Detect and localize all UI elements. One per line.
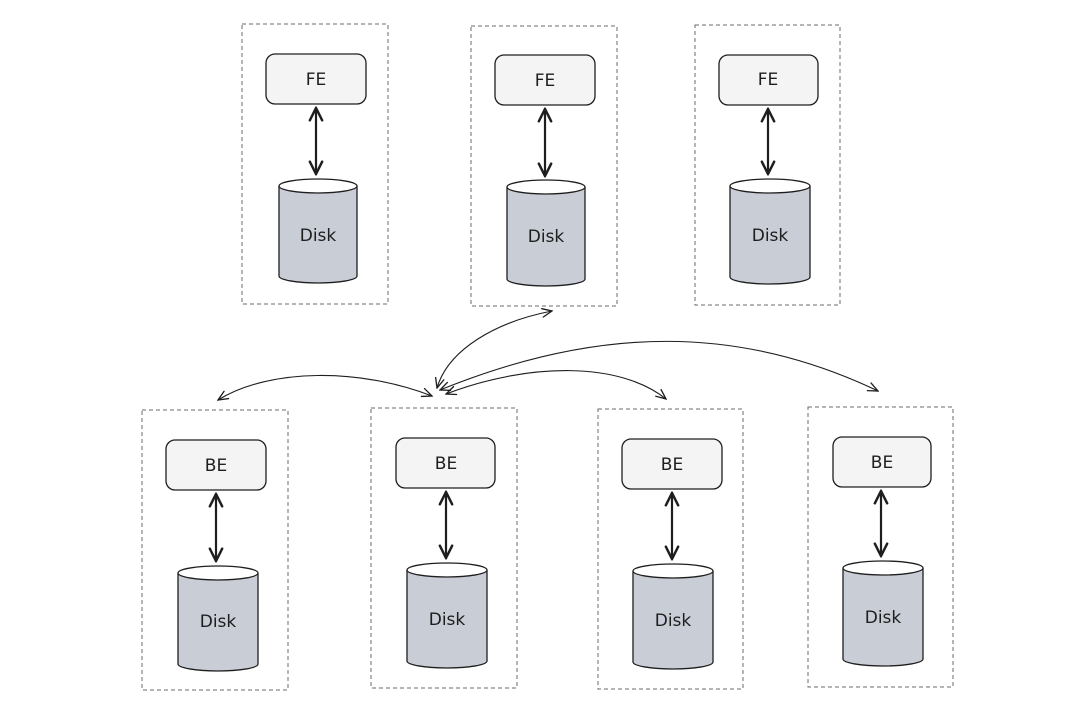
be-disk-label-4: Disk — [865, 608, 902, 628]
fe-label-1: FE — [306, 70, 327, 90]
disk-icon — [278, 178, 358, 284]
be-label-4: BE — [871, 453, 893, 473]
fe-container-3 — [694, 24, 841, 306]
be-node-2 — [395, 437, 496, 489]
fe-disk-label-2: Disk — [528, 227, 565, 247]
be-node-3 — [621, 438, 723, 490]
disk-icon — [406, 562, 488, 669]
be-unit-1: BE Disk — [141, 409, 289, 691]
fe-disk-label-1: Disk — [300, 226, 337, 246]
disk-icon — [177, 565, 259, 672]
disk-icon — [632, 563, 714, 670]
be-unit-2: BE Disk — [370, 407, 518, 689]
be-container-2 — [370, 407, 518, 689]
arrow-to-be-4 — [440, 340, 878, 391]
fe-unit-3: FE Disk — [694, 24, 841, 306]
fe-label-2: FE — [535, 71, 556, 91]
inter-node-arrows — [218, 311, 878, 400]
fe-disk-label-3: Disk — [752, 226, 789, 246]
fe-label-3: FE — [758, 70, 779, 90]
be-disk-label-2: Disk — [429, 610, 466, 630]
arrow-to-be-1 — [218, 374, 432, 400]
be-container-4 — [807, 406, 954, 688]
fe-container-2 — [470, 25, 618, 307]
fe-unit-1: FE Disk — [241, 23, 389, 305]
be-node-4 — [832, 436, 932, 488]
be-unit-4: BE Disk — [807, 406, 954, 688]
be-container-1 — [141, 409, 289, 691]
be-label-3: BE — [661, 455, 683, 475]
be-node-1 — [165, 439, 267, 491]
be-label-1: BE — [205, 456, 227, 476]
be-label-2: BE — [435, 454, 457, 474]
fe-node-2 — [494, 54, 596, 106]
be-container-3 — [597, 408, 744, 690]
fe-container-1 — [241, 23, 389, 305]
fe-node-3 — [718, 54, 819, 106]
disk-icon — [506, 179, 586, 287]
fe-unit-2: FE Disk — [470, 25, 618, 307]
be-disk-label-1: Disk — [200, 612, 237, 632]
fe-node-1 — [265, 53, 367, 105]
be-disk-label-3: Disk — [655, 611, 692, 631]
disk-icon — [842, 560, 924, 667]
disk-icon — [729, 178, 811, 285]
arrow-to-fe-2 — [437, 311, 552, 388]
be-unit-3: BE Disk — [597, 408, 744, 690]
